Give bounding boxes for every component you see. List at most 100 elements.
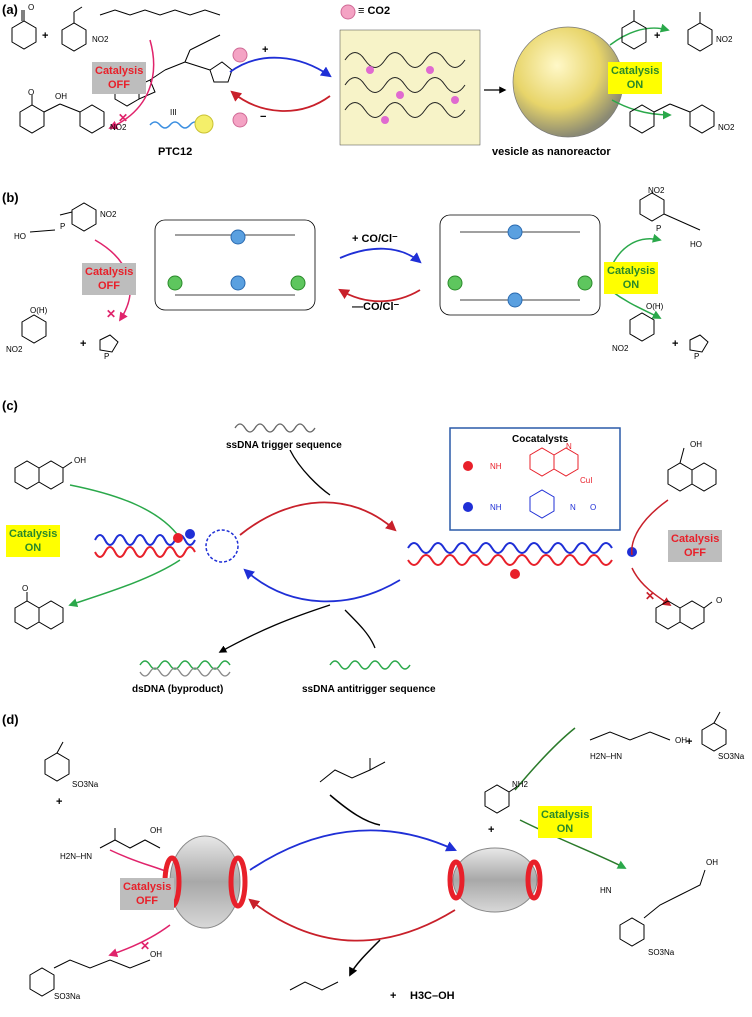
o-label-c1: O bbox=[22, 584, 29, 593]
arrow-c-trigger-in bbox=[289, 449, 331, 496]
vesicle-nanoreactor bbox=[512, 26, 624, 138]
arrow-c-back bbox=[243, 568, 401, 603]
vesicle-caption: vesicle as nanoreactor bbox=[492, 146, 611, 158]
plus-co2-a: + bbox=[262, 44, 269, 56]
arrow-b-back bbox=[338, 288, 421, 303]
ssdna-antitrigger bbox=[329, 660, 411, 670]
betaine-d bbox=[289, 981, 339, 991]
ssdna-trigger bbox=[234, 423, 316, 433]
arrow-d-forward bbox=[249, 829, 457, 871]
no2-label-b4: NO2 bbox=[612, 344, 629, 353]
arrow-a-forward bbox=[229, 56, 332, 78]
rh-right-1 bbox=[447, 275, 463, 291]
iii-label: III bbox=[170, 108, 177, 117]
arrow-c-to-byproduct bbox=[218, 604, 331, 653]
dna-duplex-right bbox=[407, 542, 613, 566]
arrow-d-on-out bbox=[519, 819, 627, 869]
svg-text:✕: ✕ bbox=[645, 589, 655, 603]
rh-left-2 bbox=[290, 275, 306, 291]
hn-label-d: HN bbox=[600, 886, 612, 895]
arrow-d-off-out bbox=[108, 924, 171, 957]
cavitand-right-rim-l bbox=[447, 859, 465, 901]
catalysis-on-b: Catalysis ON bbox=[604, 262, 658, 294]
svg-text:✕: ✕ bbox=[118, 111, 128, 125]
arrow-a-on-2 bbox=[611, 99, 672, 120]
nh-label-red: NH bbox=[490, 462, 502, 471]
arrow-c-antitrigger-in bbox=[344, 609, 376, 649]
trigger-label: ssDNA trigger sequence bbox=[226, 440, 342, 451]
nh-label-blue: NH bbox=[490, 503, 502, 512]
p-label-b1: P bbox=[60, 222, 66, 231]
aldol-product-a-on bbox=[629, 103, 715, 134]
cyclohexanone-a-right bbox=[621, 10, 647, 50]
arrow-d-back bbox=[248, 898, 456, 942]
cavitand-left-rim-r bbox=[228, 855, 248, 909]
oh-label-d1: OH bbox=[150, 826, 162, 835]
arrow-d-off-in bbox=[109, 849, 169, 873]
macrocycle-b-left bbox=[154, 219, 316, 311]
so3na-label-d4: SO3Na bbox=[648, 948, 675, 957]
arrow-a-back bbox=[230, 90, 331, 112]
cu-label: CuI bbox=[580, 476, 593, 485]
cocatalyst-red-legend bbox=[463, 461, 473, 471]
co2-legend: ≡ CO2 bbox=[358, 5, 391, 17]
no2-label-a3: NO2 bbox=[716, 35, 733, 44]
aniline-d bbox=[484, 784, 519, 814]
catalysis-off-a: Catalysis OFF bbox=[92, 62, 146, 94]
arrow-a-off bbox=[108, 39, 155, 130]
no2-label-b1: NO2 bbox=[100, 210, 117, 219]
naphthaldehyde-c-left bbox=[14, 592, 64, 630]
aldol-product-a-off bbox=[19, 95, 105, 134]
p-label-b2: P bbox=[104, 352, 110, 361]
catalysis-on-c: Catalysis ON bbox=[6, 525, 60, 557]
rh-right-2 bbox=[577, 275, 593, 291]
nitrobenzaldehyde-a-right bbox=[687, 12, 713, 52]
plus-a-right: + bbox=[654, 30, 661, 42]
ptc12-head bbox=[194, 114, 214, 134]
ptc12-tail bbox=[149, 121, 201, 129]
arrow-a-on-1 bbox=[609, 23, 670, 46]
arrow-c-forward bbox=[239, 501, 397, 536]
plus-b-left: + bbox=[80, 338, 87, 350]
ptc12-label: PTC12 bbox=[158, 146, 193, 158]
no2-label-a4: NO2 bbox=[718, 123, 735, 132]
dna-hairpin bbox=[94, 529, 239, 563]
naphthaldehyde-c-right bbox=[655, 600, 713, 630]
phosphate-ester-b-right bbox=[639, 192, 701, 231]
plus-d-bottom: + bbox=[390, 990, 397, 1002]
alkyl-chain bbox=[99, 9, 221, 16]
panel-d-label: (d) bbox=[2, 712, 19, 727]
arrow-c-on-out bbox=[68, 559, 181, 607]
svg-text:✕: ✕ bbox=[106, 307, 116, 321]
catalysis-off-c: Catalysis OFF bbox=[668, 530, 722, 562]
backward-label-b: —CO/Cl⁻ bbox=[352, 301, 400, 313]
nitrobenzaldehyde-a bbox=[61, 6, 87, 52]
tempo bbox=[529, 489, 555, 519]
panel-b-label: (b) bbox=[2, 190, 19, 205]
n-label-red: N bbox=[566, 442, 572, 451]
antitrigger-label: ssDNA antitrigger sequence bbox=[302, 684, 436, 695]
no2-label-b2: NO2 bbox=[6, 345, 23, 354]
o-label-c2: O bbox=[716, 596, 723, 605]
oh-label-b1: O(H) bbox=[30, 306, 48, 315]
zn-right-1 bbox=[507, 224, 523, 240]
naphthylmethanol-c-left bbox=[14, 460, 73, 490]
sulfobenzaldehyde-d-left bbox=[44, 741, 70, 782]
cocatalyst-red-c-left bbox=[173, 533, 183, 543]
panel-a-label: (a) bbox=[2, 2, 18, 17]
oh-label-d3: OH bbox=[675, 736, 687, 745]
oh-label-d4: OH bbox=[706, 858, 718, 867]
arrow-d-to-products bbox=[349, 939, 381, 977]
methanol-label: H3C–OH bbox=[410, 990, 455, 1002]
h2nhn-label-d2: H2N–HN bbox=[590, 752, 623, 761]
cocatalysts-title: Cocatalysts bbox=[512, 434, 569, 445]
so3na-label-d1: SO3Na bbox=[72, 780, 99, 789]
oh-label-a: OH bbox=[55, 92, 67, 101]
oh-label-c2: OH bbox=[690, 440, 702, 449]
nitrophenol-b-right bbox=[629, 312, 655, 342]
nh2-label-d: NH2 bbox=[512, 780, 529, 789]
o-label-blue: O bbox=[590, 503, 597, 512]
cavitand-right-rim-r bbox=[525, 859, 543, 901]
arrow-c-off-in bbox=[631, 499, 669, 556]
